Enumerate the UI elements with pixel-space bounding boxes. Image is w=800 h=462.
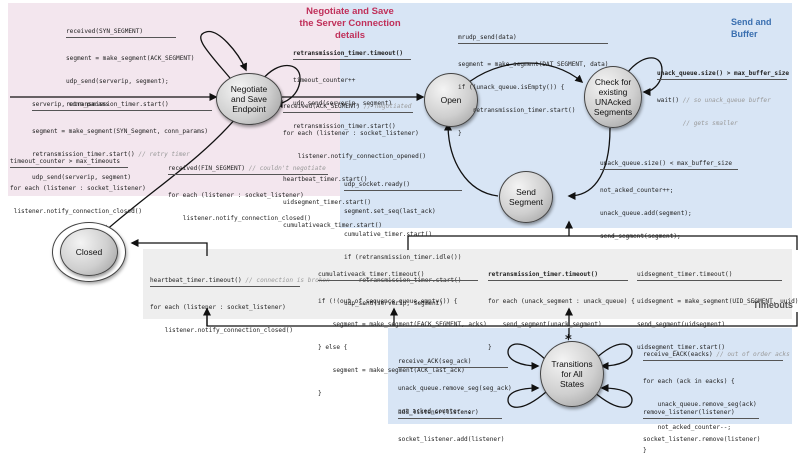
block-cumulativeack-timeout: cumulativeack_timer.timeout() if (!(out_… (318, 271, 487, 397)
block-uidsegment-timeout: uidsegment_timer.timeout() uidsegment = … (637, 271, 799, 351)
block-receive-ack: receive_ACK(seg_ack) unack_queue.remove_… (398, 358, 512, 415)
block-add-listener: add_listener(listener) socket_listener.a… (398, 409, 505, 443)
block-syn-segment: received(SYN_SEGMENT) segment = make_seg… (66, 28, 195, 108)
block-serverip-params: serverip, conn_params segment = make_seg… (32, 86, 212, 189)
transitions-loop-right-bottom (593, 384, 633, 408)
open-to-check-arrow (463, 62, 584, 87)
block-retransmission-timeout-2: retransmission_timer.timeout() for each … (488, 271, 635, 351)
timeouts-panel-title: Timeouts (753, 300, 793, 310)
block-remove-listener: remove_listener(listener) socket_listene… (643, 409, 761, 443)
transitions-loop-left-top (507, 343, 547, 370)
send-to-open-arrow (444, 122, 499, 197)
negotiate-panel-title: Negotiate and Save the Server Connection… (299, 6, 401, 41)
transition-arrows (10, 31, 798, 408)
transitions-loop-left-bottom (507, 384, 547, 408)
block-mrudp-send: mrudp_send(data) segment = make_segment(… (458, 34, 609, 137)
block-unack-queue-less: unack_queue.size() < max_buffer_size not… (600, 145, 738, 248)
timeouts-bus-line (407, 235, 798, 250)
negotiate-self-loop-top (200, 31, 248, 79)
negotiate-self-loop-right (261, 64, 301, 108)
check-self-loop (624, 57, 663, 96)
state-open: Open (424, 73, 478, 127)
block-timeout-counter: timeout_counter > max_timeouts for each … (10, 158, 146, 215)
star-marker: * (565, 333, 572, 348)
block-heartbeat-timeout: heartbeat_timer.timeout() // connection … (150, 277, 330, 334)
transitions-loop-right-top (593, 343, 633, 370)
block-retransmission-timeout-1: retransmission_timer.timeout() timeout_c… (293, 35, 411, 138)
block-fin-segment: received(FIN_SEGMENT) // couldn't negoti… (168, 150, 328, 230)
heartbeat-to-closed-arrow (130, 239, 208, 256)
timeouts-panel (143, 249, 792, 319)
state-closed: Closed (60, 228, 118, 276)
state-check-unacked: Check for existing UNAcked Segments (584, 66, 642, 128)
block-unack-queue-max: unack_queue.size() > max_buffer_size wai… (657, 70, 790, 127)
block-receive-eack: receive_EACK(eacks) // out of order acks… (643, 351, 790, 454)
state-negotiate-endpoint: Negotiate and Save Endpoint (216, 73, 282, 125)
state-send-segment: Send Segment (499, 171, 553, 223)
block-ack-negotiated: received(ACK_SEGMENT) // negotiated for … (283, 103, 427, 229)
state-transitions-all: Transitions for All States (540, 341, 604, 407)
check-to-send-arrow (567, 127, 611, 200)
send-buffer-panel-title: Send and Buffer (731, 17, 772, 39)
